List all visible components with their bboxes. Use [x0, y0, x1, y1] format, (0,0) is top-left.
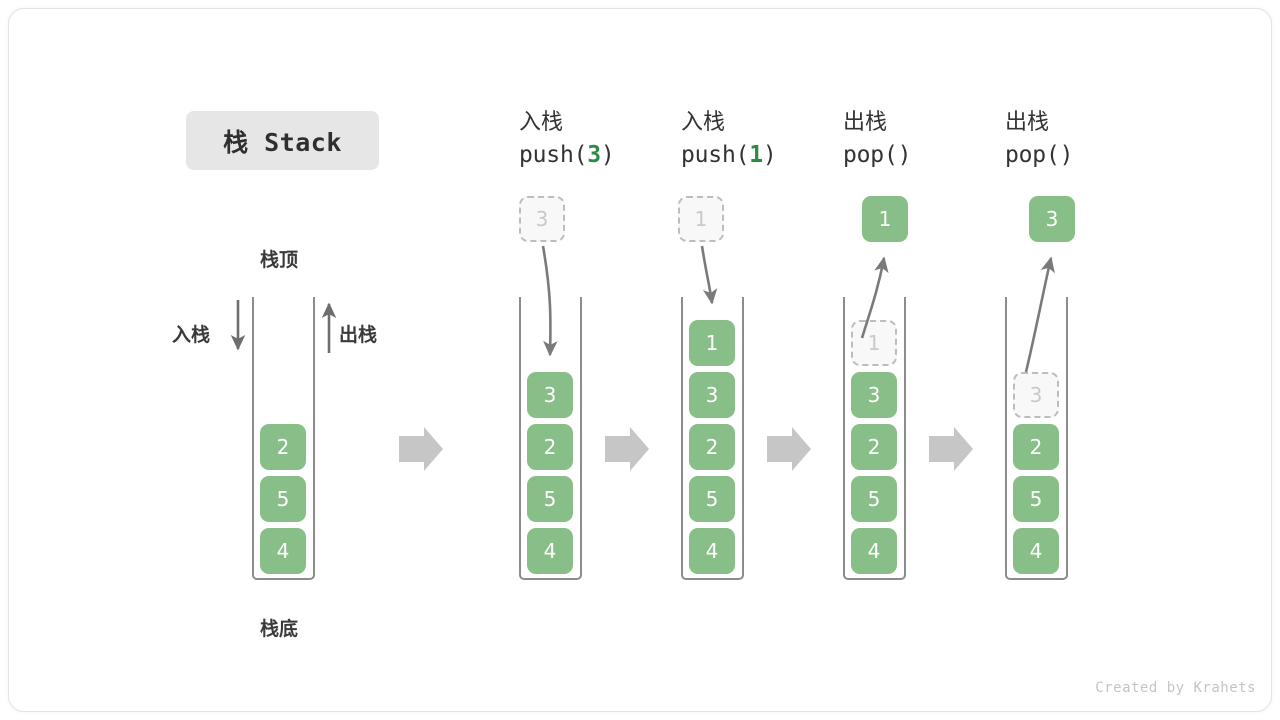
column-header-line1: 入栈 [681, 110, 726, 135]
stack-cell: 2 [1013, 424, 1059, 470]
column-header-line2: pop() [1005, 138, 1175, 172]
stack-cell: 5 [527, 476, 573, 522]
stack-container-push-1 [681, 297, 744, 580]
stack-cell: 3 [527, 372, 573, 418]
column-header-push-3: 入栈 push(3) [519, 108, 689, 172]
stack-container-pop-3 [1005, 297, 1068, 580]
stack-cell: 2 [260, 424, 306, 470]
column-header-line1: 出栈 [843, 110, 888, 135]
stack-cell: 2 [851, 424, 897, 470]
stack-container-push-3 [519, 297, 582, 580]
code-prefix: push( [519, 142, 588, 168]
push-direction-label: 入栈 [172, 324, 211, 346]
code-suffix: ) [897, 142, 912, 168]
code-suffix: ) [600, 142, 615, 168]
column-header-line2: push(3) [519, 138, 689, 172]
stack-cell: 4 [260, 528, 306, 574]
stack-cell: 5 [851, 476, 897, 522]
code-argument: 3 [587, 142, 601, 168]
stack-cell: 5 [1013, 476, 1059, 522]
column-header-line1: 入栈 [519, 110, 564, 135]
floating-cell-pop-1: 1 [862, 196, 908, 242]
floating-cell-push-3: 3 [519, 196, 565, 242]
stack-cell: 2 [527, 424, 573, 470]
code-prefix: pop( [1005, 142, 1060, 168]
stack-cell: 5 [689, 476, 735, 522]
title-badge: 栈 Stack [186, 111, 379, 170]
stack-cell: 5 [260, 476, 306, 522]
stack-cell: 3 [851, 372, 897, 418]
column-header-pop-1: 出栈 pop() [843, 108, 1013, 172]
title-badge-label: 栈 Stack [223, 127, 342, 157]
stack-cell: 4 [689, 528, 735, 574]
code-suffix: ) [1059, 142, 1074, 168]
stack-cell: 4 [851, 528, 897, 574]
stack-cell: 2 [689, 424, 735, 470]
stack-cell: 3 [689, 372, 735, 418]
stack-cell: 1 [689, 320, 735, 366]
stack-cell: 4 [1013, 528, 1059, 574]
code-argument: 1 [749, 142, 763, 168]
stack-top-label: 栈顶 [260, 249, 299, 271]
stack-bottom-label: 栈底 [260, 618, 299, 640]
code-prefix: pop( [843, 142, 898, 168]
stack-container-initial [252, 297, 315, 580]
column-header-pop-3: 出栈 pop() [1005, 108, 1175, 172]
stack-cell: 4 [527, 528, 573, 574]
stack-container-pop-1 [843, 297, 906, 580]
floating-cell-push-1: 1 [678, 196, 724, 242]
credit-label: Created by Krahets [1095, 680, 1256, 696]
column-header-push-1: 入栈 push(1) [681, 108, 851, 172]
code-prefix: push( [681, 142, 750, 168]
column-header-line1: 出栈 [1005, 110, 1050, 135]
pop-direction-label: 出栈 [339, 324, 378, 346]
column-header-line2: pop() [843, 138, 1013, 172]
floating-cell-pop-3: 3 [1029, 196, 1075, 242]
stack-cell: 1 [851, 320, 897, 366]
column-header-line2: push(1) [681, 138, 851, 172]
stack-cell: 3 [1013, 372, 1059, 418]
code-suffix: ) [762, 142, 777, 168]
